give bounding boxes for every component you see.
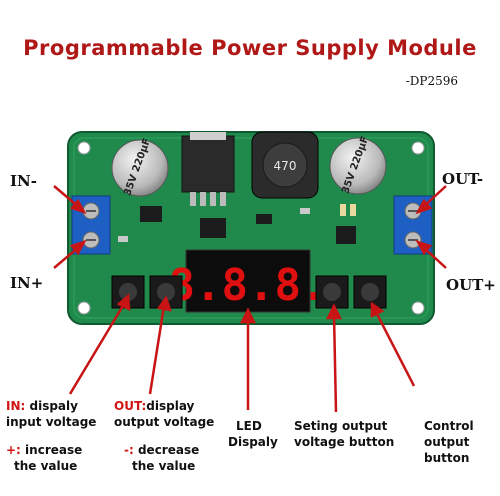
capacitor-right: 35V 220μF	[329, 135, 387, 195]
page-title: Programmable Power Supply Module	[23, 36, 477, 60]
inductor-label: 470	[274, 159, 297, 173]
smd-components	[118, 204, 356, 244]
label-in-minus: IN-	[10, 172, 37, 190]
note-control-button: Control output button	[424, 419, 474, 465]
note-plus-button: +: increase the value	[6, 443, 83, 473]
regulator-ic	[181, 132, 235, 206]
model-number: -DP2596	[405, 74, 458, 88]
callout-arrows	[53, 185, 447, 413]
note-led-display: LED Dispaly	[228, 419, 278, 449]
inductor: 470	[251, 131, 319, 199]
led-display-digits: 8.8.8.	[169, 260, 328, 311]
label-out-minus: OUT-	[442, 170, 484, 188]
note-minus-button: -: decrease the value	[124, 443, 200, 473]
note-out-button: OUT:display output voltage	[114, 399, 215, 429]
label-out-plus: OUT+	[446, 276, 496, 294]
capacitor-left: 35V 220μF	[111, 137, 169, 197]
button-set	[315, 275, 349, 309]
button-control	[353, 275, 387, 309]
button-in	[111, 275, 145, 309]
note-in-button: IN: dispaly input voltage	[6, 399, 97, 429]
label-in-plus: IN+	[10, 274, 44, 292]
note-set-button: Seting output voltage button	[294, 419, 395, 449]
led-display: 8.8.8.	[169, 249, 328, 313]
